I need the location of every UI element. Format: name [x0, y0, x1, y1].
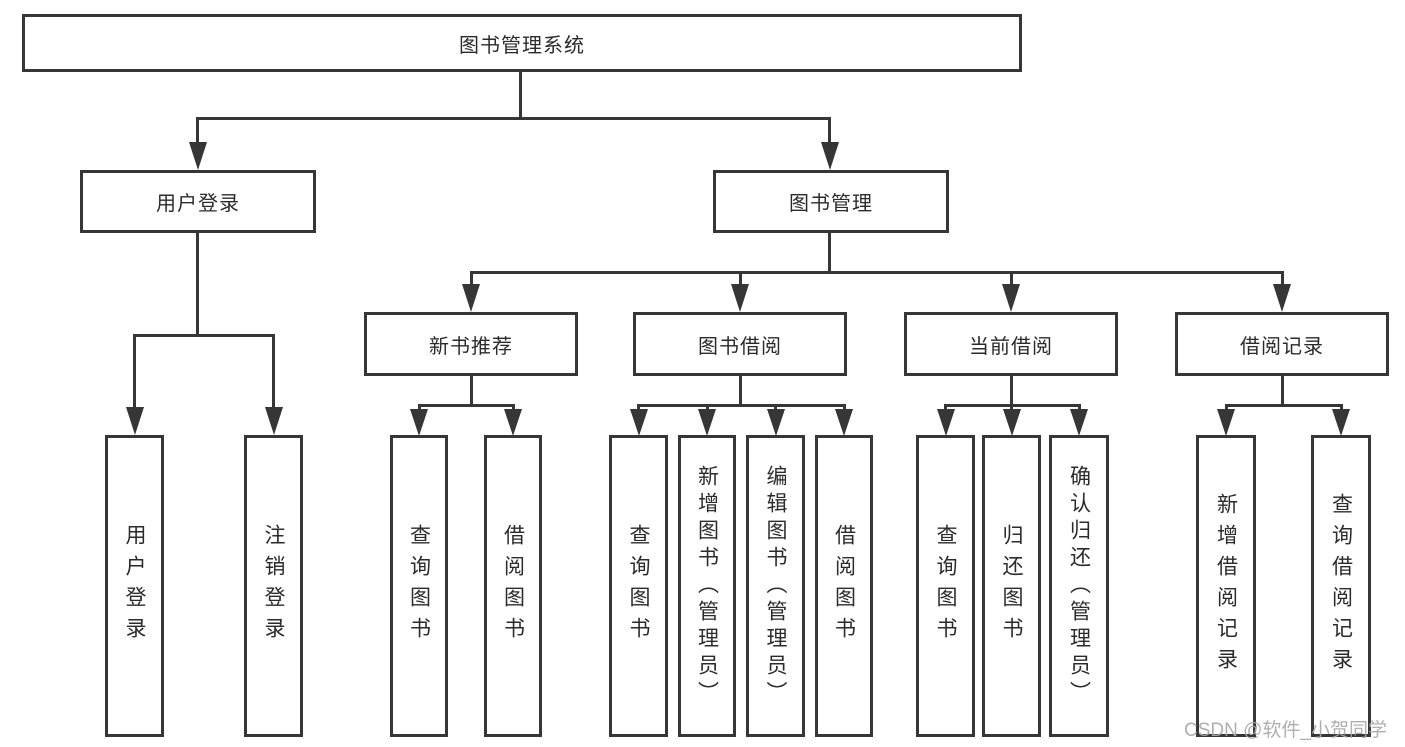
connector-borrow-record-stem: [1281, 271, 1284, 286]
connector-level3-bar: [470, 271, 1283, 274]
arrowhead-b2: [504, 409, 522, 436]
connector-new-book-rec-stem: [470, 271, 473, 286]
connector-b2-stem: [512, 404, 515, 412]
connector-group-b-bar: [418, 404, 515, 407]
arrowhead-current-borrow: [1002, 284, 1020, 312]
arrowhead-e1: [1217, 409, 1235, 436]
arrowhead-user-login: [189, 142, 207, 170]
connector-d3-stem: [1078, 404, 1081, 412]
leaf-query-book-1: 查询图书: [390, 435, 448, 737]
arrowhead-c4: [835, 409, 853, 436]
node-root: 图书管理系统: [22, 14, 1022, 72]
arrowhead-c2: [698, 409, 716, 436]
leaf-query-book-3-label: 查询图书: [934, 524, 957, 648]
leaf-add-record-label: 新增借阅记录: [1214, 493, 1238, 679]
leaf-edit-book: 编辑图书（管理员）: [746, 435, 805, 737]
leaf-query-book-2-label: 查询图书: [627, 524, 650, 648]
node-current-borrow: 当前借阅: [904, 312, 1118, 376]
connector-c1-stem: [637, 404, 640, 412]
connector-book-mgmt-stem: [828, 117, 831, 143]
leaf-add-book: 新增图书（管理员）: [678, 435, 736, 737]
leaf-borrow-book-2: 借阅图书: [815, 435, 873, 737]
leaf-confirm-return: 确认归还（管理员）: [1049, 435, 1109, 737]
connector-user-login-down: [196, 233, 199, 336]
connector-book-mgmt-down: [828, 233, 831, 274]
leaf-user-login: 用户登录: [105, 435, 164, 737]
node-book-borrow: 图书借阅: [633, 312, 847, 376]
connector-d2-stem: [1010, 404, 1013, 412]
connector-book-borrow-stem: [739, 271, 742, 286]
arrowhead-d1: [937, 409, 955, 436]
arrowhead-book-mgmt: [821, 142, 839, 170]
arrowhead-new-book-rec: [462, 284, 480, 312]
connector-user-login-stem: [196, 117, 199, 143]
csdn-watermark: CSDN @软件_小贺同学: [1184, 720, 1387, 741]
leaf-query-record: 查询借阅记录: [1311, 435, 1371, 737]
connector-group-a-bar: [133, 334, 275, 337]
connector-group-c-bar: [637, 404, 846, 407]
connector-leaf-logout-stem: [272, 334, 275, 408]
connector-b1-stem: [418, 404, 421, 412]
arrowhead-b1: [410, 409, 428, 436]
leaf-logout: 注销登录: [244, 435, 303, 737]
arrowhead-c1: [630, 409, 648, 436]
node-new-book-rec-label: 新书推荐: [429, 335, 513, 358]
node-new-book-rec: 新书推荐: [364, 312, 578, 376]
arrowhead-borrow-record: [1273, 284, 1291, 312]
connector-c3-stem: [774, 404, 777, 412]
connector-e1-stem: [1225, 404, 1228, 412]
arrowhead-d3: [1070, 409, 1088, 436]
node-book-mgmt: 图书管理: [713, 170, 949, 233]
leaf-borrow-book-2-label: 借阅图书: [832, 524, 856, 648]
leaf-confirm-return-label: 确认归还（管理员）: [1067, 464, 1091, 708]
leaf-borrow-book-1-label: 借阅图书: [501, 524, 525, 648]
leaf-logout-label: 注销登录: [262, 524, 285, 648]
arrowhead-d2: [1003, 409, 1021, 436]
node-book-borrow-label: 图书借阅: [698, 335, 782, 358]
leaf-query-record-label: 查询借阅记录: [1329, 493, 1353, 679]
leaf-return-book-label: 归还图书: [1000, 524, 1023, 648]
arrowhead-book-borrow: [731, 284, 749, 312]
connector-c2-stem: [706, 404, 709, 412]
leaf-query-book-2: 查询图书: [609, 435, 668, 737]
arrowhead-leaf-user-login: [126, 407, 144, 435]
node-user-login-label: 用户登录: [156, 193, 240, 215]
leaf-add-book-label: 新增图书（管理员）: [695, 464, 719, 708]
node-borrow-record-label: 借阅记录: [1240, 335, 1324, 358]
node-borrow-record: 借阅记录: [1175, 312, 1389, 376]
connector-current-borrow-stem: [1010, 271, 1013, 286]
arrowhead-leaf-logout: [265, 407, 283, 435]
node-root-label: 图书管理系统: [459, 34, 585, 57]
leaf-query-book-1-label: 查询图书: [407, 524, 431, 648]
node-book-mgmt-label: 图书管理: [789, 193, 873, 215]
connector-e2-stem: [1340, 404, 1343, 412]
leaf-query-book-3: 查询图书: [916, 435, 975, 737]
leaf-return-book: 归还图书: [982, 435, 1041, 737]
connector-level2-bar: [196, 117, 831, 120]
connector-group-c-down: [739, 376, 742, 406]
leaf-user-login-label: 用户登录: [123, 524, 146, 648]
connector-group-d-down: [1010, 376, 1013, 406]
leaf-borrow-book-1: 借阅图书: [484, 435, 542, 737]
connector-c4-stem: [843, 404, 846, 412]
connector-group-b-down: [470, 376, 473, 406]
leaf-edit-book-label: 编辑图书（管理员）: [764, 464, 787, 708]
connector-group-e-bar: [1225, 404, 1342, 407]
connector-root-stem: [519, 72, 522, 120]
connector-group-e-down: [1281, 376, 1284, 406]
node-current-borrow-label: 当前借阅: [969, 335, 1053, 358]
connector-d1-stem: [944, 404, 947, 412]
node-user-login: 用户登录: [80, 170, 316, 233]
arrowhead-e2: [1332, 409, 1350, 436]
connector-leaf-user-login-stem: [133, 334, 136, 408]
arrowhead-c3: [767, 409, 785, 436]
leaf-add-record: 新增借阅记录: [1196, 435, 1256, 737]
